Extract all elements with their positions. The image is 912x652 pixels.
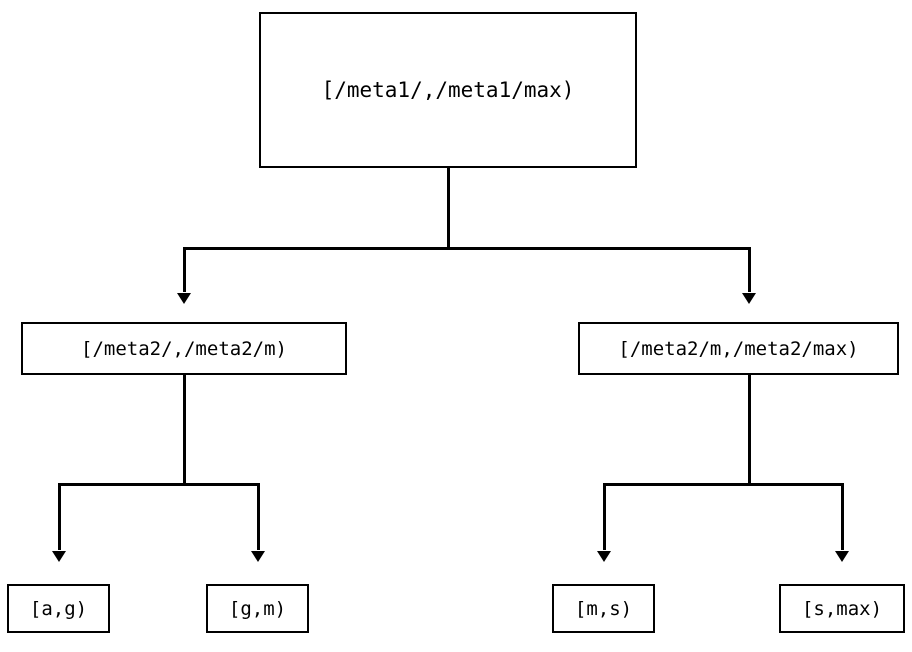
edge-mid-left-to-leaf-ag — [58, 483, 61, 550]
edge-mid-right-to-leaf-ms — [603, 483, 606, 550]
edge-root-to-mid-right — [748, 247, 751, 292]
edge-mid-right-stem — [748, 375, 751, 485]
arrowhead-leaf-ag-icon — [52, 551, 66, 562]
arrowhead-mid-right-icon — [742, 293, 756, 304]
node-leaf-s-max-label: [s,max) — [801, 597, 883, 620]
arrowhead-mid-left-icon — [177, 293, 191, 304]
node-root[interactable]: [/meta1/,/meta1/max) — [259, 12, 637, 168]
arrowhead-leaf-ms-icon — [597, 551, 611, 562]
edge-mid-right-to-leaf-smax — [841, 483, 844, 550]
node-mid-right[interactable]: [/meta2/m,/meta2/max) — [578, 322, 899, 375]
arrowhead-leaf-gm-icon — [251, 551, 265, 562]
node-mid-right-label: [/meta2/m,/meta2/max) — [618, 337, 859, 360]
edge-mid-left-bus — [58, 483, 260, 486]
node-mid-left-label: [/meta2/,/meta2/m) — [81, 337, 287, 360]
node-leaf-m-s-label: [m,s) — [574, 597, 633, 620]
node-leaf-g-m[interactable]: [g,m) — [206, 584, 309, 633]
edge-root-stem — [447, 168, 450, 250]
node-leaf-g-m-label: [g,m) — [228, 597, 287, 620]
node-leaf-a-g-label: [a,g) — [29, 597, 88, 620]
node-leaf-a-g[interactable]: [a,g) — [7, 584, 110, 633]
node-mid-left[interactable]: [/meta2/,/meta2/m) — [21, 322, 347, 375]
node-leaf-s-max[interactable]: [s,max) — [779, 584, 905, 633]
edge-root-to-mid-left — [183, 247, 186, 292]
edge-root-bus — [183, 247, 751, 250]
arrowhead-leaf-smax-icon — [835, 551, 849, 562]
node-leaf-m-s[interactable]: [m,s) — [552, 584, 655, 633]
edge-mid-left-stem — [183, 375, 186, 485]
edge-mid-left-to-leaf-gm — [257, 483, 260, 550]
edge-mid-right-bus — [603, 483, 844, 486]
node-root-label: [/meta1/,/meta1/max) — [321, 78, 575, 102]
